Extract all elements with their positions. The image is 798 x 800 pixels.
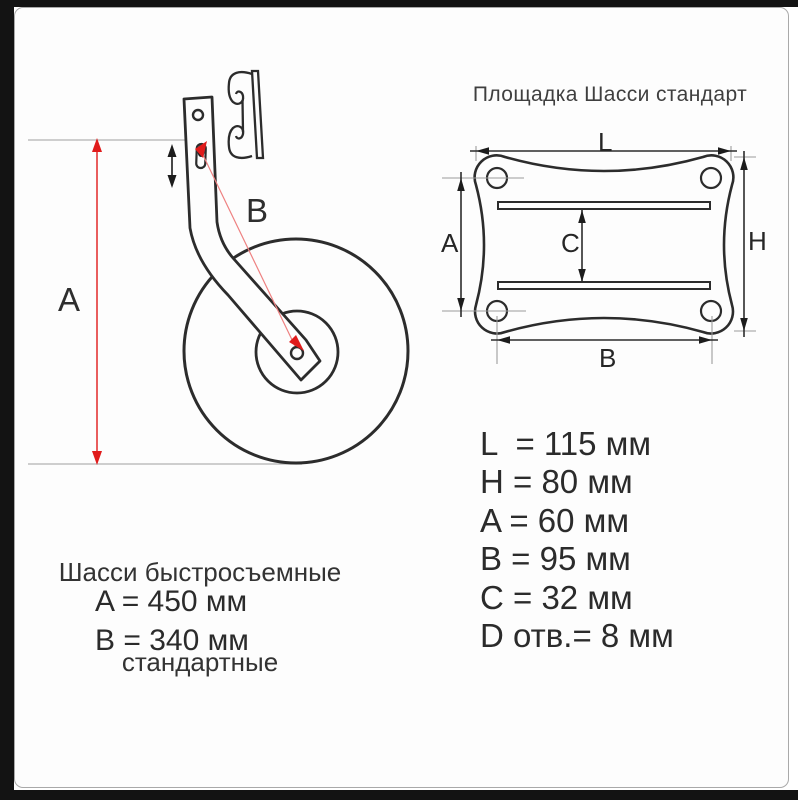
right-spec-line: C = 32 мм — [480, 579, 633, 616]
left-product-title: Шасси быстросъемные стандартные — [40, 497, 360, 707]
photo-border-bottom — [0, 790, 798, 800]
left-product-title-line2: стандартные — [121, 647, 279, 677]
left-dim-b-label: B — [246, 192, 269, 229]
right-spec-line: H = 80 мм — [480, 463, 633, 500]
plate-dim-c-label: C — [561, 228, 580, 258]
right-spec-line: L = 115 мм — [480, 425, 652, 462]
left-product-title-line1: Шасси быстросъемные — [58, 557, 342, 587]
right-spec-line: B = 95 мм — [480, 540, 631, 577]
plate-dim-b-label: B — [599, 343, 617, 373]
photo-border-top — [0, 0, 798, 7]
right-spec-line: D отв.= 8 мм — [480, 617, 674, 654]
plate-dim-a-label: A — [441, 228, 459, 258]
left-spec-line: B = 340 мм — [95, 624, 249, 657]
right-diagram-title: Площадка Шасси стандарт — [472, 83, 748, 106]
left-dim-a-label: A — [58, 281, 81, 318]
left-spec-line: A = 450 мм — [95, 585, 248, 618]
photo-border-left — [0, 0, 14, 800]
right-spec-line: A = 60 мм — [480, 502, 630, 539]
plate-dim-h-label: H — [748, 226, 767, 256]
plate-dim-l-label: L — [598, 127, 613, 157]
